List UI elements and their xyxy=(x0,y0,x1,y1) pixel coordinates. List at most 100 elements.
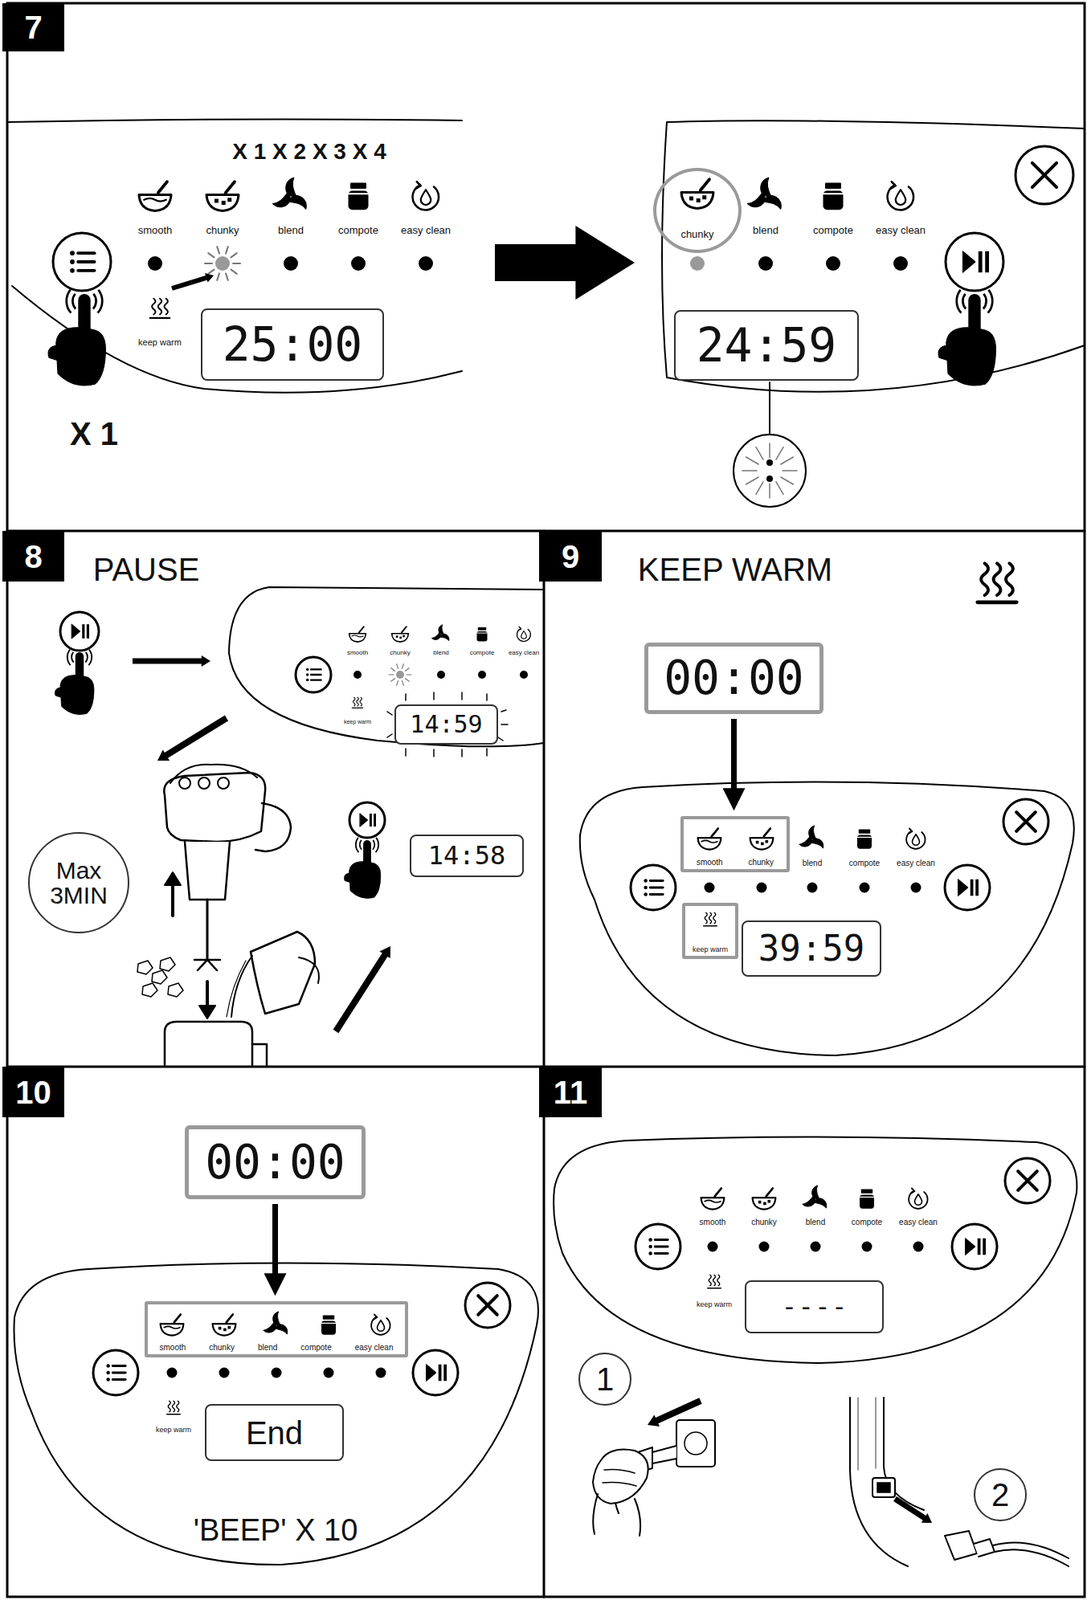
smooth-icon xyxy=(160,1315,184,1337)
button-label: blend xyxy=(805,1217,826,1227)
blend-icon xyxy=(262,1311,291,1337)
compote-icon xyxy=(859,1189,875,1209)
blender-grip xyxy=(255,803,291,852)
step-callout: 2 xyxy=(973,1468,1027,1522)
arrow-shape xyxy=(132,655,211,667)
warm-base xyxy=(167,1413,181,1416)
vegetable-chunk xyxy=(159,957,176,972)
steam-line xyxy=(709,912,712,924)
soup-surface xyxy=(143,198,167,202)
cancel-button xyxy=(1005,1158,1051,1204)
indicator-dot xyxy=(437,670,446,679)
connector-sleeve xyxy=(973,1539,995,1557)
chunk xyxy=(765,840,769,844)
fist xyxy=(56,327,107,386)
cancel-cross xyxy=(478,1295,498,1316)
indicator-dot xyxy=(271,1368,282,1379)
blink-ray xyxy=(746,477,760,485)
warm-icon xyxy=(150,298,170,319)
menu-dot xyxy=(69,250,75,256)
blender-motor xyxy=(163,772,266,842)
control-panel-outline xyxy=(553,1136,1077,1364)
indicator-dot xyxy=(810,1242,822,1253)
pouring-jug xyxy=(250,931,315,1014)
arrow-shape xyxy=(891,1494,936,1529)
warm-base xyxy=(150,317,170,319)
touch-ripple xyxy=(66,649,71,667)
button-label: keep warm xyxy=(696,1301,732,1310)
play-pause-button xyxy=(952,1224,998,1270)
button-label: chunky xyxy=(205,224,239,237)
blade xyxy=(814,1197,830,1210)
blink-ray xyxy=(433,749,435,757)
chunky-icon xyxy=(392,626,409,642)
menu-button xyxy=(93,1350,139,1396)
play-pause-button xyxy=(349,802,385,838)
fist xyxy=(349,862,381,900)
cooking-jug xyxy=(164,1021,253,1066)
node-text: 10 xyxy=(15,1075,52,1110)
soup-surface xyxy=(701,840,718,843)
play-pause-button xyxy=(412,1350,458,1396)
cancel-button xyxy=(465,1283,511,1329)
blink-ray xyxy=(501,723,508,726)
blade xyxy=(289,192,311,211)
menu-button xyxy=(635,1224,681,1270)
indicator-dot xyxy=(807,882,818,894)
socket-pins xyxy=(877,1483,891,1493)
blink-ray xyxy=(388,674,394,675)
blade xyxy=(431,633,442,642)
spoon xyxy=(715,1189,722,1198)
node-text: 7 xyxy=(24,10,42,45)
touch-ripple xyxy=(92,293,98,311)
indicator-dot xyxy=(323,1368,335,1379)
steam-line xyxy=(158,298,162,315)
blink-ray xyxy=(396,681,399,687)
highlight-box: smoothchunkyblendcompoteeasy clean xyxy=(144,1301,409,1358)
arrow-shape xyxy=(494,225,635,300)
button-label: keep warm xyxy=(138,337,182,348)
direction-arrow xyxy=(330,943,396,1036)
blender-shaft xyxy=(206,899,209,961)
warm-base xyxy=(707,1287,722,1290)
jar-rim xyxy=(859,1197,875,1198)
blink-ray xyxy=(396,664,399,670)
chunk xyxy=(755,841,760,845)
menu-dot xyxy=(643,886,647,890)
button-label: compote xyxy=(338,224,379,237)
jar-lid xyxy=(322,1315,335,1320)
blend-icon xyxy=(271,177,310,211)
appliance-base xyxy=(849,1397,924,1567)
control-panel-outline xyxy=(580,782,1075,1056)
blade xyxy=(801,1197,817,1210)
node-text: 11 xyxy=(553,1075,588,1110)
warm-icon xyxy=(977,563,1017,602)
menu-button xyxy=(295,657,332,693)
chunk xyxy=(689,196,694,201)
blink-ray xyxy=(401,681,404,687)
direction-arrow xyxy=(132,655,211,667)
indicator-dot xyxy=(351,256,366,271)
node-text: chunky xyxy=(680,228,714,241)
pause-bar xyxy=(81,624,85,639)
page-frame xyxy=(7,3,1085,1598)
indicator-dot xyxy=(911,882,922,894)
cancel-cross xyxy=(1016,812,1036,832)
button-label: easy clean xyxy=(896,858,936,868)
menu-dot xyxy=(648,1238,652,1242)
step-heading: PAUSE xyxy=(93,551,201,588)
pause-bar xyxy=(977,1238,981,1256)
pause-bar xyxy=(975,879,979,897)
beep-note: 'BEEP' X 10 xyxy=(193,1514,359,1549)
spoon xyxy=(359,626,364,633)
warm-base xyxy=(977,600,1017,605)
node-text: 25:00 xyxy=(222,320,364,370)
menu-dot xyxy=(648,1245,652,1249)
blink-ray xyxy=(486,748,488,756)
button-label: blend xyxy=(433,649,450,658)
cord-connector xyxy=(944,1531,977,1561)
blender-blade xyxy=(194,960,221,971)
blink-ray xyxy=(406,674,412,675)
blink-ray xyxy=(231,269,238,274)
